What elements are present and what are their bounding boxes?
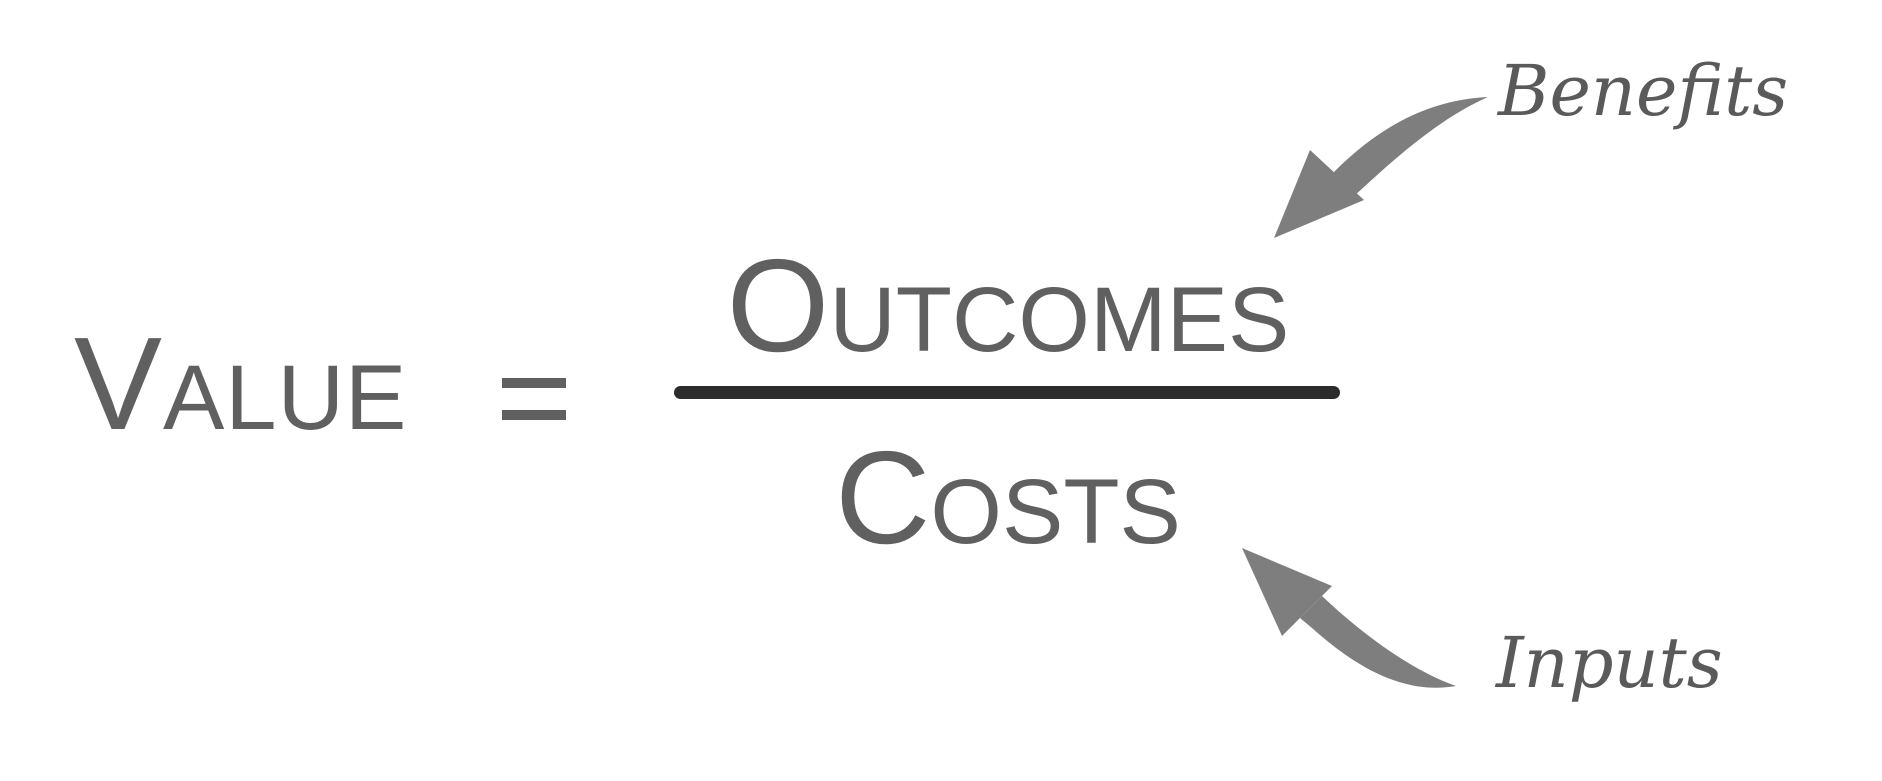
value-term: Value	[74, 310, 408, 457]
denominator-costs: Costs	[835, 424, 1181, 571]
fraction-line	[674, 386, 1340, 399]
equals-bar-top	[502, 378, 566, 388]
inputs-arrow-icon	[1242, 548, 1456, 688]
inputs-annotation: Inputs	[1496, 622, 1723, 704]
equals-bar-bottom	[502, 410, 566, 420]
benefits-arrow-icon	[1274, 97, 1488, 238]
benefits-annotation: Benefits	[1498, 50, 1789, 132]
numerator-outcomes: Outcomes	[726, 232, 1290, 379]
equals-sign	[502, 378, 566, 420]
